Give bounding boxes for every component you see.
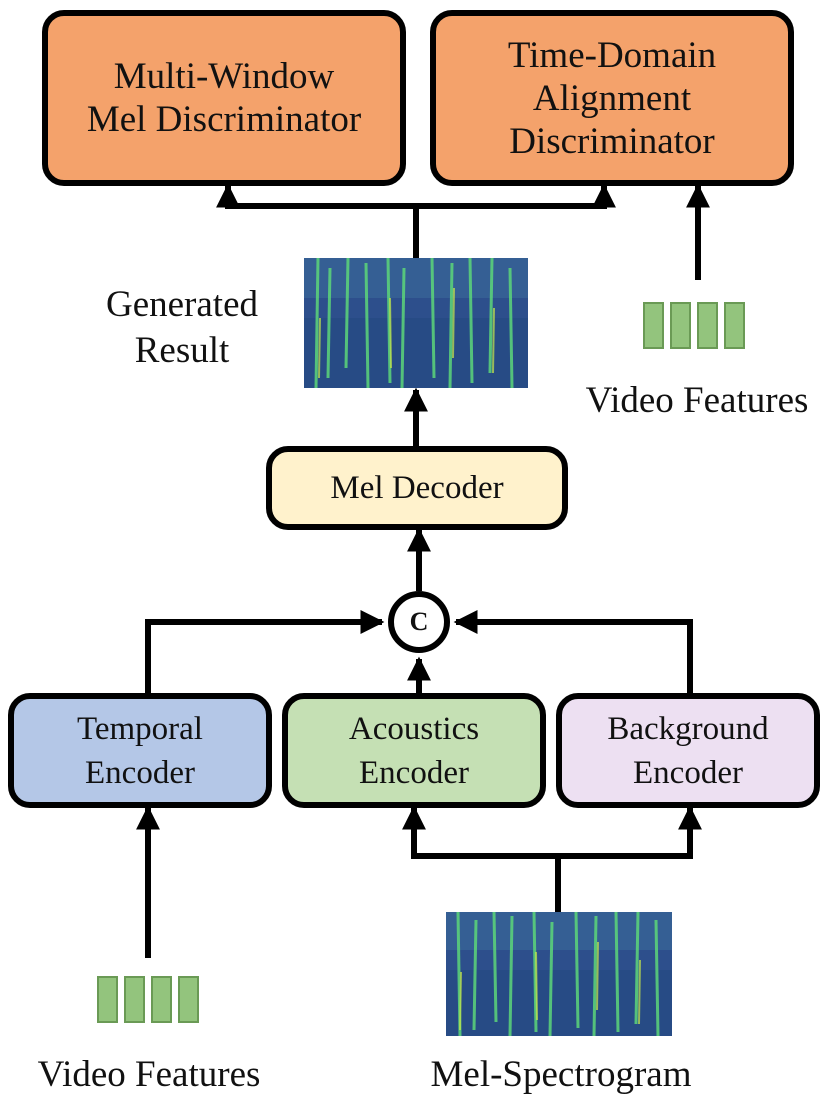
arrow-generated-to-multi-window: [216, 183, 419, 258]
arrow-mel-split: [402, 805, 561, 912]
acoustics-encoder: Acoustics Encoder: [282, 693, 546, 808]
feature-block: [151, 976, 172, 1023]
mel-spectrogram-label: Mel-Spectrogram: [430, 1054, 692, 1095]
temporal-encoder: Temporal Encoder: [8, 693, 272, 808]
feature-block: [697, 302, 718, 349]
generated-spectrogram: [304, 258, 528, 388]
feature-block: [97, 976, 118, 1023]
mel-spectrogram-input: [446, 912, 672, 1036]
video-features-bottom-label: Video Features: [37, 1054, 261, 1095]
feature-block: [178, 976, 199, 1023]
feature-block: [643, 302, 664, 349]
feature-block: [124, 976, 145, 1023]
arrow-temporal-to-concat: [145, 610, 385, 693]
mel-decoder: Mel Decoder: [266, 446, 568, 530]
video-features-top-blocks: [643, 302, 745, 349]
background-encoder: Background Encoder: [556, 693, 820, 808]
video-features-bottom-blocks: [97, 976, 199, 1023]
arrow-background-to-concat: [453, 610, 693, 693]
arrow-mel-to-background: [558, 805, 702, 859]
concat-node: C: [388, 591, 450, 653]
feature-block: [670, 302, 691, 349]
arrow-generated-to-time-domain: [416, 183, 616, 209]
multi-window-mel-discriminator: Multi-Window Mel Discriminator: [42, 10, 406, 186]
feature-block: [724, 302, 745, 349]
video-features-top-label: Video Features: [585, 380, 809, 421]
generated-result-label: Generated Result: [105, 284, 258, 371]
time-domain-alignment-discriminator: Time-Domain Alignment Discriminator: [430, 10, 794, 186]
